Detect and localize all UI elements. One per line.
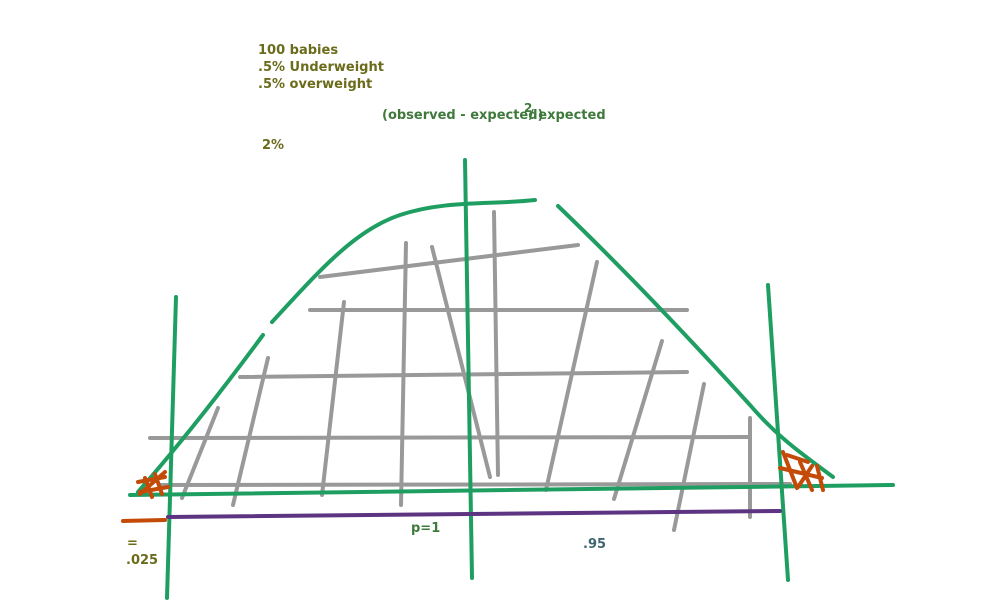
- babies-note: 100 babies: [258, 43, 339, 58]
- formula-divisor: / expected: [529, 108, 606, 123]
- hatch-vertical-7: [544, 260, 599, 492]
- hatch-vertical-5: [430, 245, 492, 479]
- two-percent-note: 2%: [262, 138, 285, 153]
- left-tail-mark: [121, 470, 170, 523]
- hatch-horizontal-1: [318, 243, 580, 279]
- left-critical-line: [165, 295, 178, 600]
- bell-curve: [136, 198, 835, 494]
- formula-exponent: 2: [524, 101, 533, 115]
- point-025-label: .025: [126, 553, 159, 568]
- right-tail-mark: [778, 450, 825, 492]
- hatch-vertical-6: [492, 210, 500, 477]
- green-vertical-lines: [165, 158, 790, 600]
- hatch-vertical-8: [612, 339, 664, 501]
- hatch-horizontal-5: [158, 482, 792, 487]
- ninety-five-label: .95: [583, 537, 607, 552]
- p-equals-one-label: p=1: [411, 521, 441, 536]
- bell-curve-right-segment: [556, 204, 835, 479]
- hatch-vertical-3: [320, 300, 346, 497]
- overweight-note: .5% overweight: [258, 77, 373, 92]
- formula-numerator: (observed - expected): [382, 108, 544, 123]
- equals-sign-label: =: [127, 536, 138, 551]
- center-mean-line: [463, 158, 474, 580]
- bell-curve-top-segment: [270, 198, 537, 324]
- underweight-note: .5% Underweight: [258, 60, 384, 75]
- bell-curve-left-segment: [136, 333, 265, 494]
- hatch-vertical-2: [231, 356, 270, 507]
- hatch-horizontal-4: [148, 435, 752, 440]
- hatch-vertical-1: [180, 406, 220, 500]
- gray-hatching: [148, 210, 792, 532]
- green-x-axis: [128, 483, 895, 497]
- hatch-vertical-9: [672, 382, 706, 532]
- purple-baseline: [166, 509, 782, 519]
- hatch-vertical-4: [399, 241, 408, 507]
